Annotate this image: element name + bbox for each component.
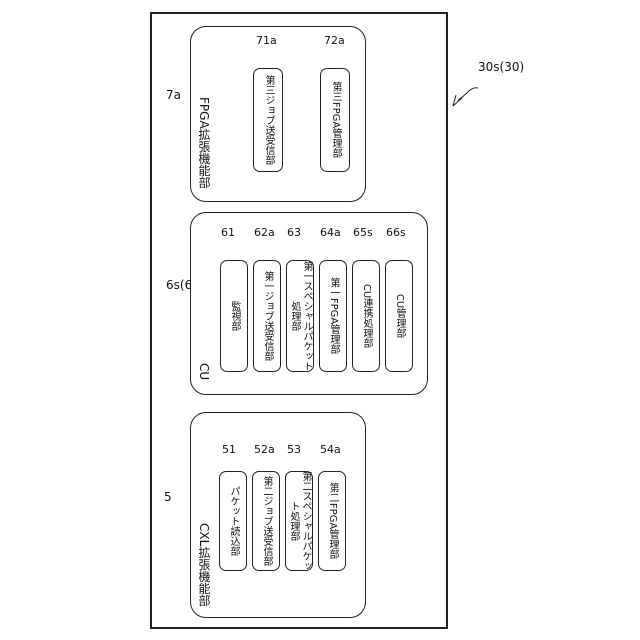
cxl-unit-ref: 51 [222, 443, 236, 456]
figure-label-arrowhead [453, 95, 462, 106]
cxl-unit: 第二ジョブ送受信部 [252, 471, 280, 571]
fpga-unit-ref: 71a [256, 34, 277, 47]
cxl-unit-label: 第二FPGA管理部 [326, 483, 338, 559]
cxl-unit: 第二FPGA管理部 [318, 471, 346, 571]
cu-unit: 監視部 [220, 260, 248, 372]
cu-unit-ref: 66s [386, 226, 406, 239]
cxl-unit-label: パケット読込部 [227, 486, 239, 556]
cu-unit-label: CU管理部 [393, 294, 405, 338]
fpga-group-ref: 7a [166, 88, 181, 102]
cxl-group-ref: 5 [164, 490, 172, 504]
cu-unit-ref: 63 [287, 226, 301, 239]
fpga-unit: 第三ジョブ送受信部 [253, 68, 283, 172]
cu-unit-ref: 61 [221, 226, 235, 239]
cu-unit: CU連携処理部 [352, 260, 380, 372]
cxl-unit: パケット読込部 [219, 471, 247, 571]
figure-label: 30s(30) [478, 60, 524, 74]
cxl-unit: 第二スペシャルパケッ ト処理部 [285, 471, 313, 571]
cxl-unit-ref: 54a [320, 443, 341, 456]
cu-unit-label: 第一ジョブ送受信部 [261, 271, 273, 361]
cu-unit-label: CU連携処理部 [360, 284, 372, 348]
cxl-unit-ref: 53 [287, 443, 301, 456]
fpga-unit: 第三FPGA管理部 [320, 68, 350, 172]
fpga-unit-ref: 72a [324, 34, 345, 47]
cxl-unit-ref: 52a [254, 443, 275, 456]
fpga-unit-label: 第三ジョブ送受信部 [262, 75, 274, 165]
cu-unit-ref: 65s [353, 226, 373, 239]
cu-unit-label: 第一スペシャルパケット 処理部 [288, 261, 312, 371]
cxl-group-title: CXL拡張機能部 [196, 523, 213, 606]
cxl-unit-label: 第二ジョブ送受信部 [260, 476, 272, 566]
cu-unit-label: 監視部 [228, 301, 240, 331]
fpga-unit-label: 第三FPGA管理部 [329, 82, 341, 158]
cu-group-title: CU [197, 363, 211, 380]
cu-unit-ref: 64a [320, 226, 341, 239]
cu-unit-label: 第一FPGA管理部 [327, 278, 339, 354]
figure-label-leader [458, 88, 478, 100]
cu-unit: 第一スペシャルパケット 処理部 [286, 260, 314, 372]
cu-unit: 第一FPGA管理部 [319, 260, 347, 372]
cu-unit: 第一ジョブ送受信部 [253, 260, 281, 372]
cu-unit: CU管理部 [385, 260, 413, 372]
cxl-unit-label: 第二スペシャルパケッ ト処理部 [287, 471, 311, 571]
fpga-group-title: FPGA拡張機能部 [196, 97, 213, 189]
cu-unit-ref: 62a [254, 226, 275, 239]
